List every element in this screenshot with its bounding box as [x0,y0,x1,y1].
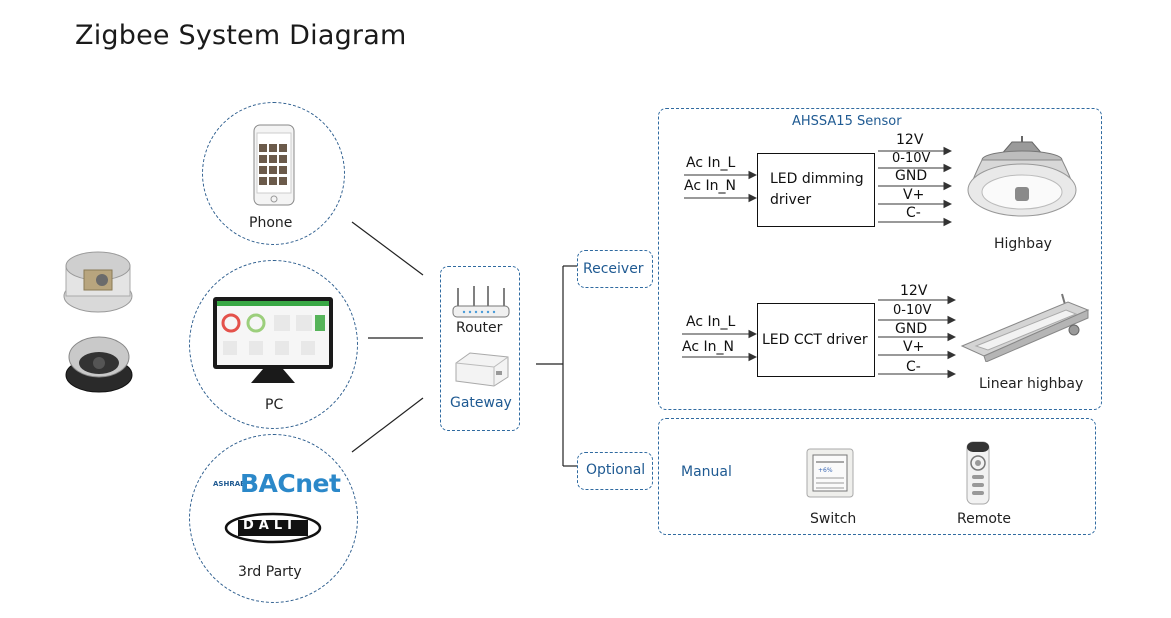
optional-label: Optional [586,462,646,478]
driver1-output-vplus: V+ [903,187,925,203]
sensor-group-box [658,108,1102,410]
router-icon [452,284,510,320]
driver1-output-cminus: C- [906,205,921,221]
bacnet-logo: BACnet [240,469,341,498]
remote-label: Remote [957,511,1012,527]
driver2-input-l: Ac In_L [686,314,736,330]
driver2-output-gnd: GND [895,321,928,337]
highbay-fixture-icon [966,136,1078,228]
remote-icon [966,441,990,505]
gateway-icon [452,351,510,387]
driver2-input-n: Ac In_N [682,339,734,355]
svg-text:+6%: +6% [818,467,833,474]
driver1-input-l: Ac In_L [686,155,736,171]
receiver-box [577,250,653,288]
sensor-group-title: AHSSA15 Sensor [792,114,902,129]
sensor-device-top [62,250,134,316]
phone-label: Phone [249,215,293,231]
manual-label: Manual [681,464,732,480]
optional-group-box [658,418,1096,535]
driver2-output-cminus: C- [906,359,921,375]
driver2-output-0-10v: 0-10V [893,303,932,318]
driver1-output-gnd: GND [895,168,928,184]
page-title: Zigbee System Diagram [75,20,407,51]
receiver-label: Receiver [583,261,644,277]
driver2-output-vplus: V+ [903,339,925,355]
pc-circle [189,260,358,429]
sensor-device-bottom [64,333,134,395]
third-party-label: 3rd Party [238,564,302,580]
pc-monitor-icon [211,295,335,385]
driver2-box [757,303,875,377]
hub-box [440,266,520,431]
linear-highbay-fixture-icon [958,292,1090,363]
optional-box [577,452,653,490]
driver2-name: LED CCT driver [762,332,868,348]
gateway-label: Gateway [450,395,512,411]
driver1-input-n: Ac In_N [684,178,736,194]
driver2-output-12v: 12V [900,283,928,299]
driver1-output-0-10v: 0-10V [892,151,931,166]
switch-label: Switch [810,511,857,527]
phone-icon [253,124,295,206]
driver1-name-line1: LED dimming [770,171,864,187]
pc-label: PC [265,397,284,413]
third-party-circle [189,434,358,603]
dali-logo [224,512,322,544]
driver1-box [757,153,875,227]
switch-icon: +6% [806,448,854,498]
driver1-name-line2: driver [770,192,812,208]
highbay-label: Highbay [994,236,1052,252]
phone-circle [202,102,345,245]
ashrae-logo: ASHRAE [213,480,245,488]
linear-highbay-label: Linear highbay [979,376,1084,392]
router-label: Router [456,320,503,336]
driver1-output-12v: 12V [896,132,924,148]
dali-logo-text: DALI [243,518,297,533]
